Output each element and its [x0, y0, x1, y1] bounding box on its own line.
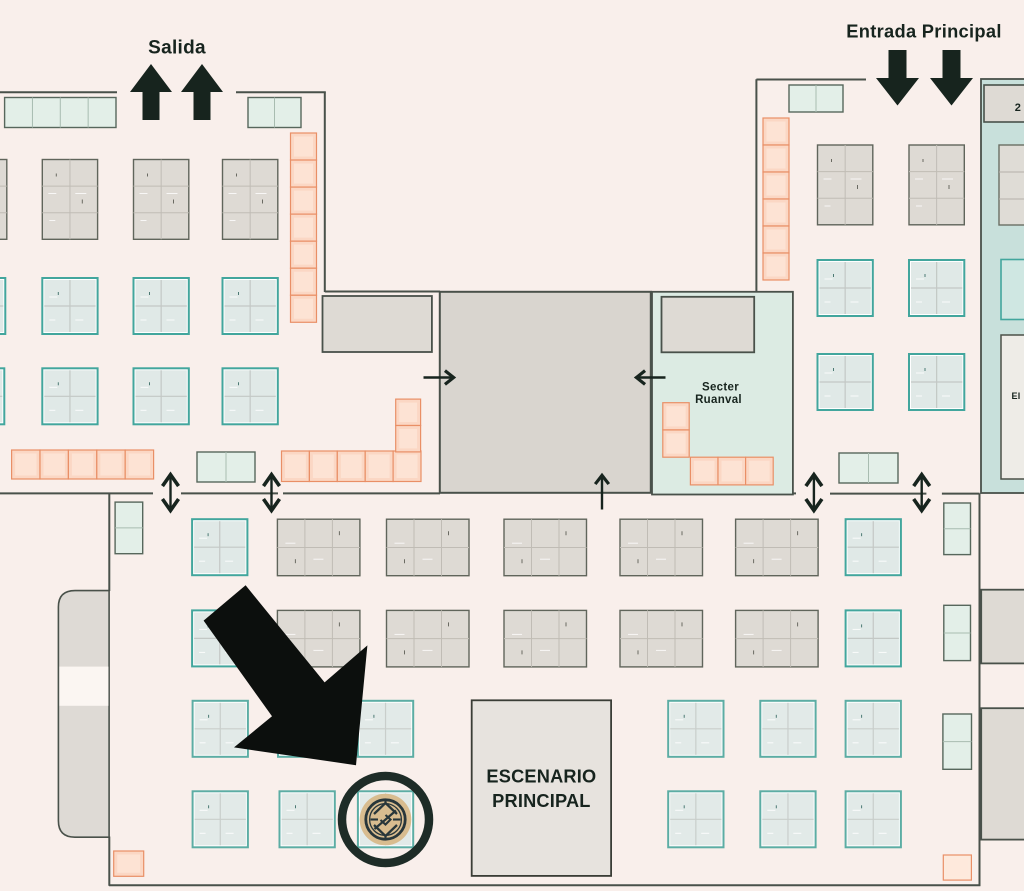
svg-text:Ruanval: Ruanval: [695, 394, 742, 406]
svg-text:PRINCIPAL: PRINCIPAL: [492, 791, 590, 811]
svg-text:Salida: Salida: [148, 38, 206, 59]
svg-text:ESCENARIO: ESCENARIO: [486, 767, 596, 787]
svg-text:Secter: Secter: [702, 382, 739, 394]
svg-text:Entrada Principal: Entrada Principal: [846, 21, 1001, 42]
svg-text:El: El: [1011, 391, 1020, 401]
svg-text:2: 2: [1015, 102, 1021, 114]
